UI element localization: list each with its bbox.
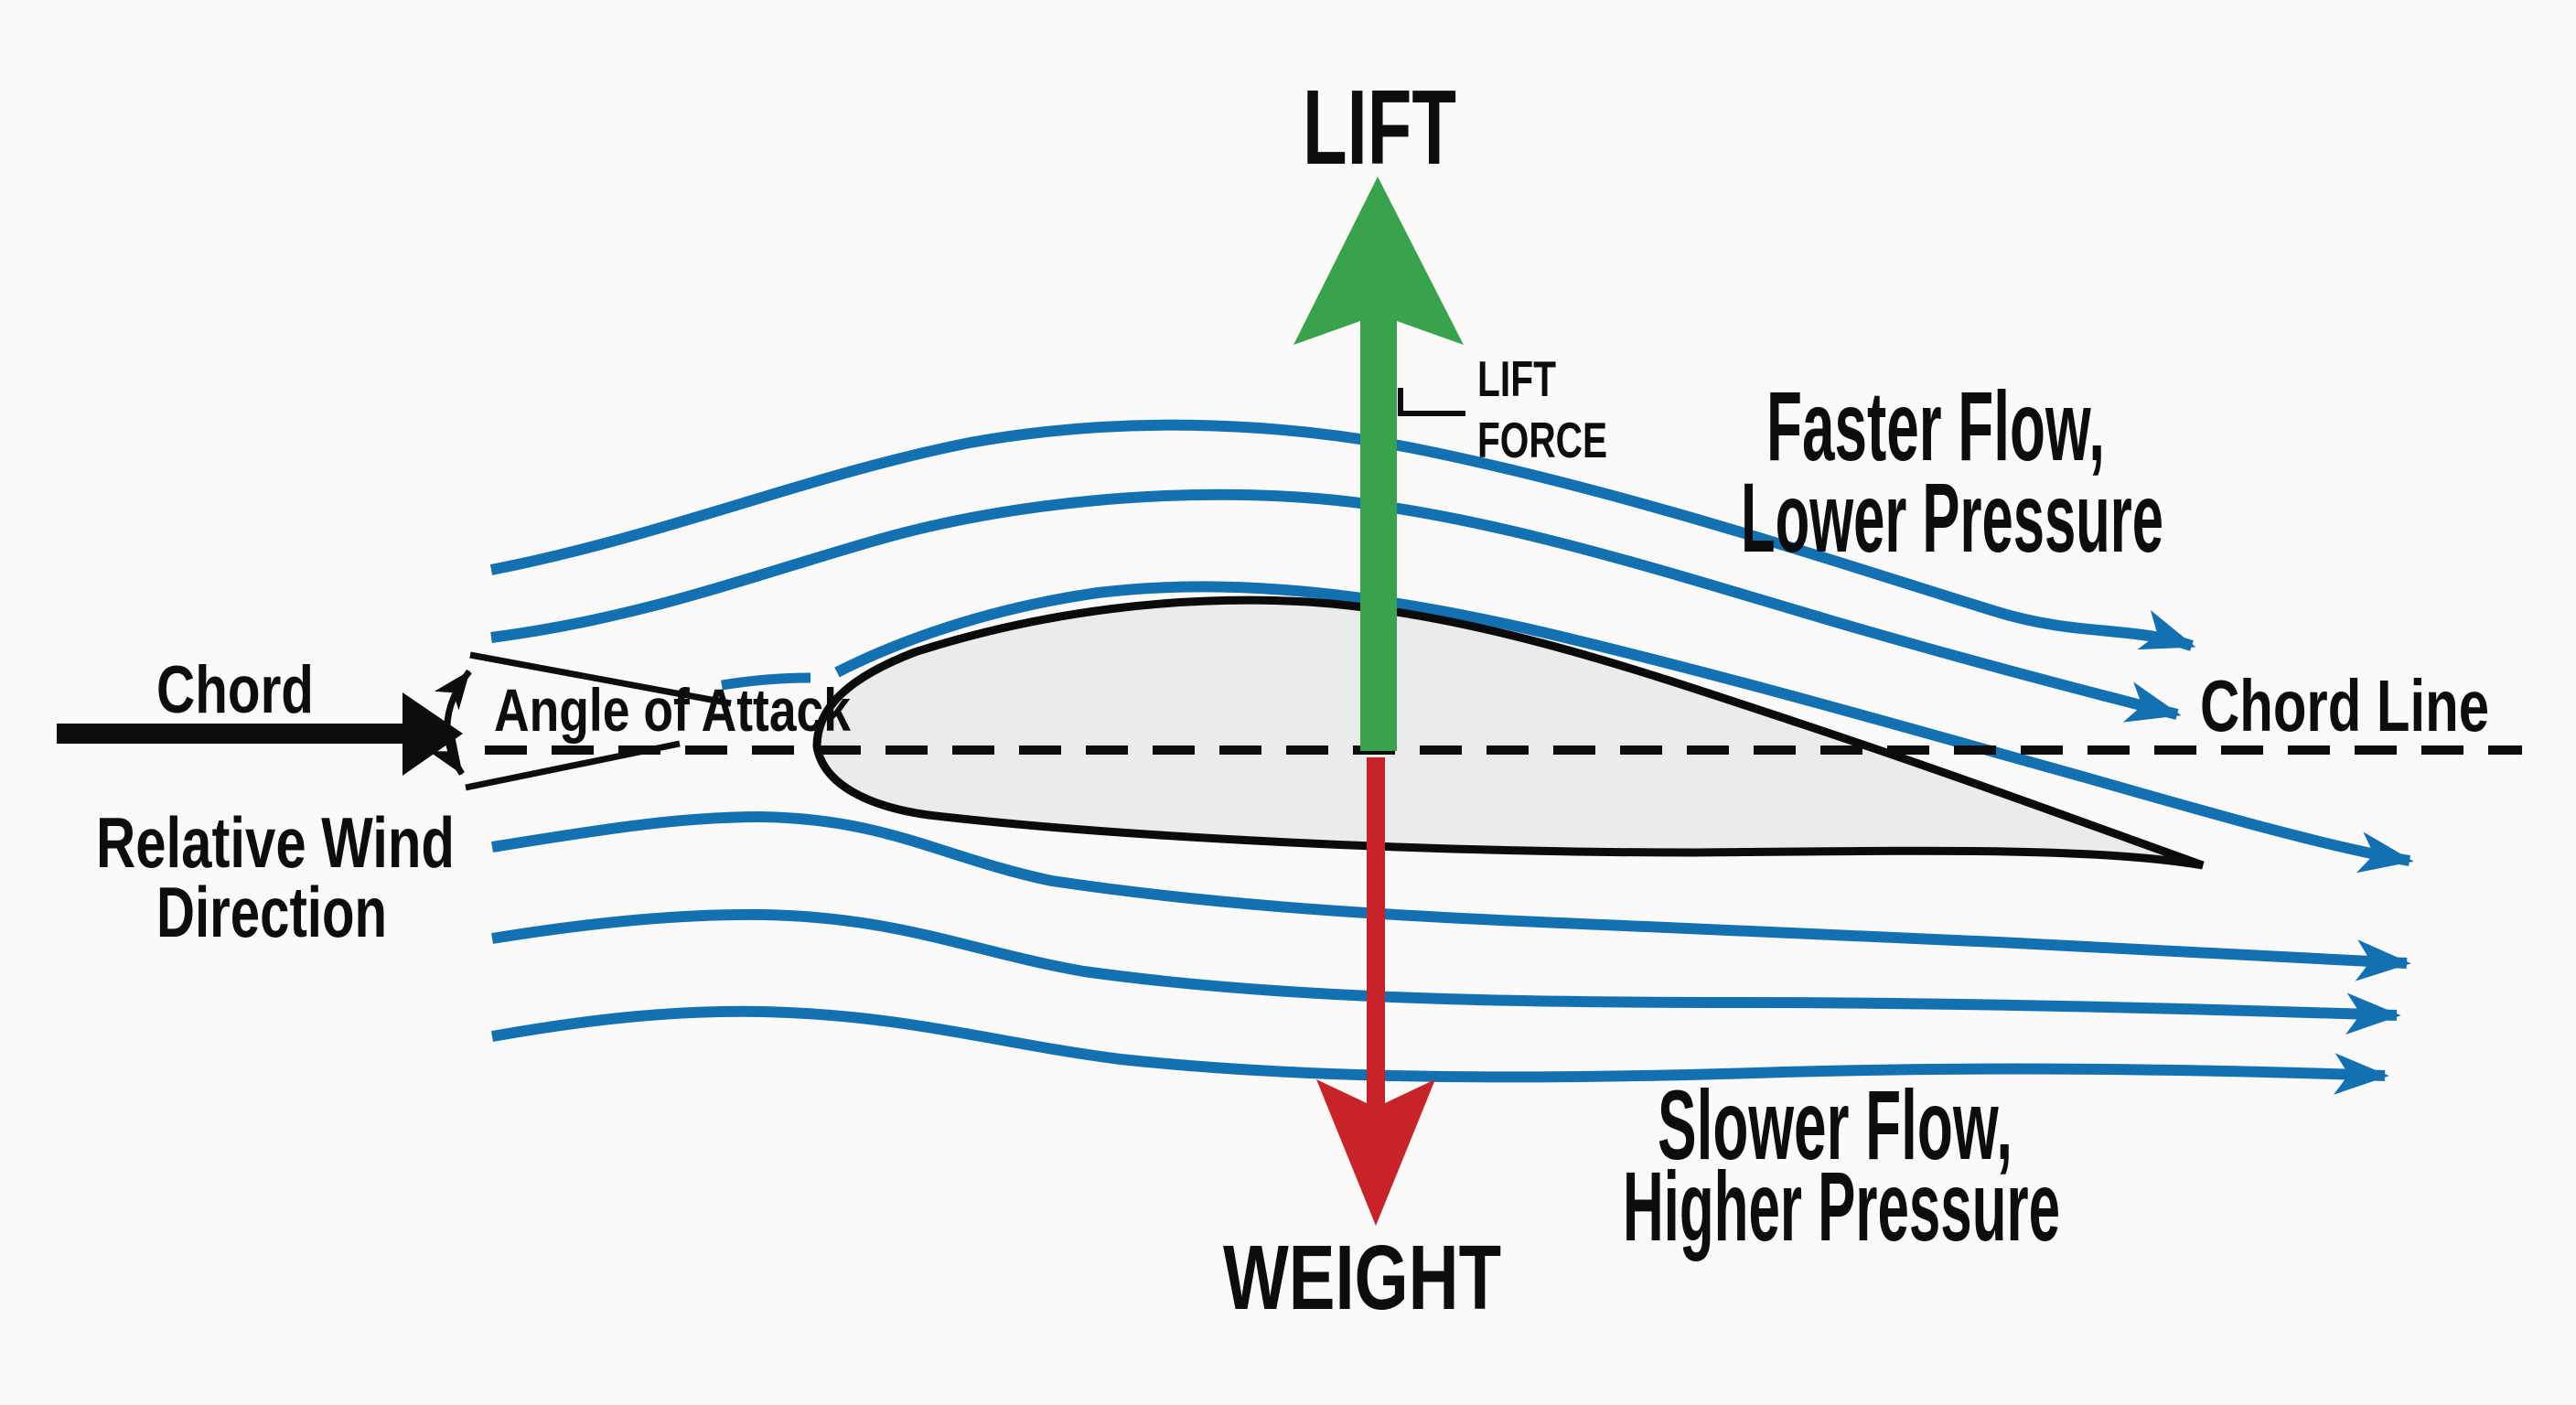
- streamlines-group: [489, 419, 2414, 1095]
- upper-streamline-2: [490, 488, 2182, 723]
- faster-flow-label-line2: Lower Pressure: [1741, 462, 2163, 573]
- lift-force-label-line1: LIFT: [1477, 350, 1556, 407]
- lift-force-label-line2: FORCE: [1477, 412, 1607, 468]
- angle-upper-ray: [469, 651, 732, 707]
- faster-flow-label-line1: Faster Flow,: [1766, 370, 2105, 481]
- angle-arc-double-arrow: [428, 669, 472, 776]
- relative-wind-arrow-shaft: [57, 724, 402, 744]
- weight-arrow: [1316, 757, 1435, 1226]
- weight-label: WEIGHT: [1223, 1227, 1501, 1329]
- relative-wind-label-line2: Direction: [156, 872, 387, 952]
- chord-line-label: Chord Line: [2200, 665, 2489, 746]
- angle-of-attack-group: [428, 651, 732, 791]
- relative-wind-label-line1: Relative Wind: [96, 802, 455, 883]
- slower-flow-label-line1: Slower Flow,: [1658, 1069, 2012, 1180]
- lift-label: LIFT: [1303, 68, 1456, 187]
- upper-streamline-3-surface: [834, 581, 2414, 874]
- lower-streamline-1: [491, 810, 2411, 981]
- lower-streamline-2: [491, 908, 2401, 1035]
- angle-of-attack-label: Angle of Attack: [494, 676, 851, 744]
- chord-label: Chord: [156, 653, 314, 727]
- angle-lower-ray: [465, 740, 681, 791]
- lift-arrow: [1293, 177, 1464, 751]
- lower-streamline-3: [490, 1005, 2389, 1095]
- lift-force-leader-line: [1398, 388, 1465, 416]
- stagnation-streamline: [721, 672, 811, 691]
- slower-flow-label-line2: Higher Pressure: [1623, 1151, 2060, 1261]
- airfoil: [812, 595, 2205, 870]
